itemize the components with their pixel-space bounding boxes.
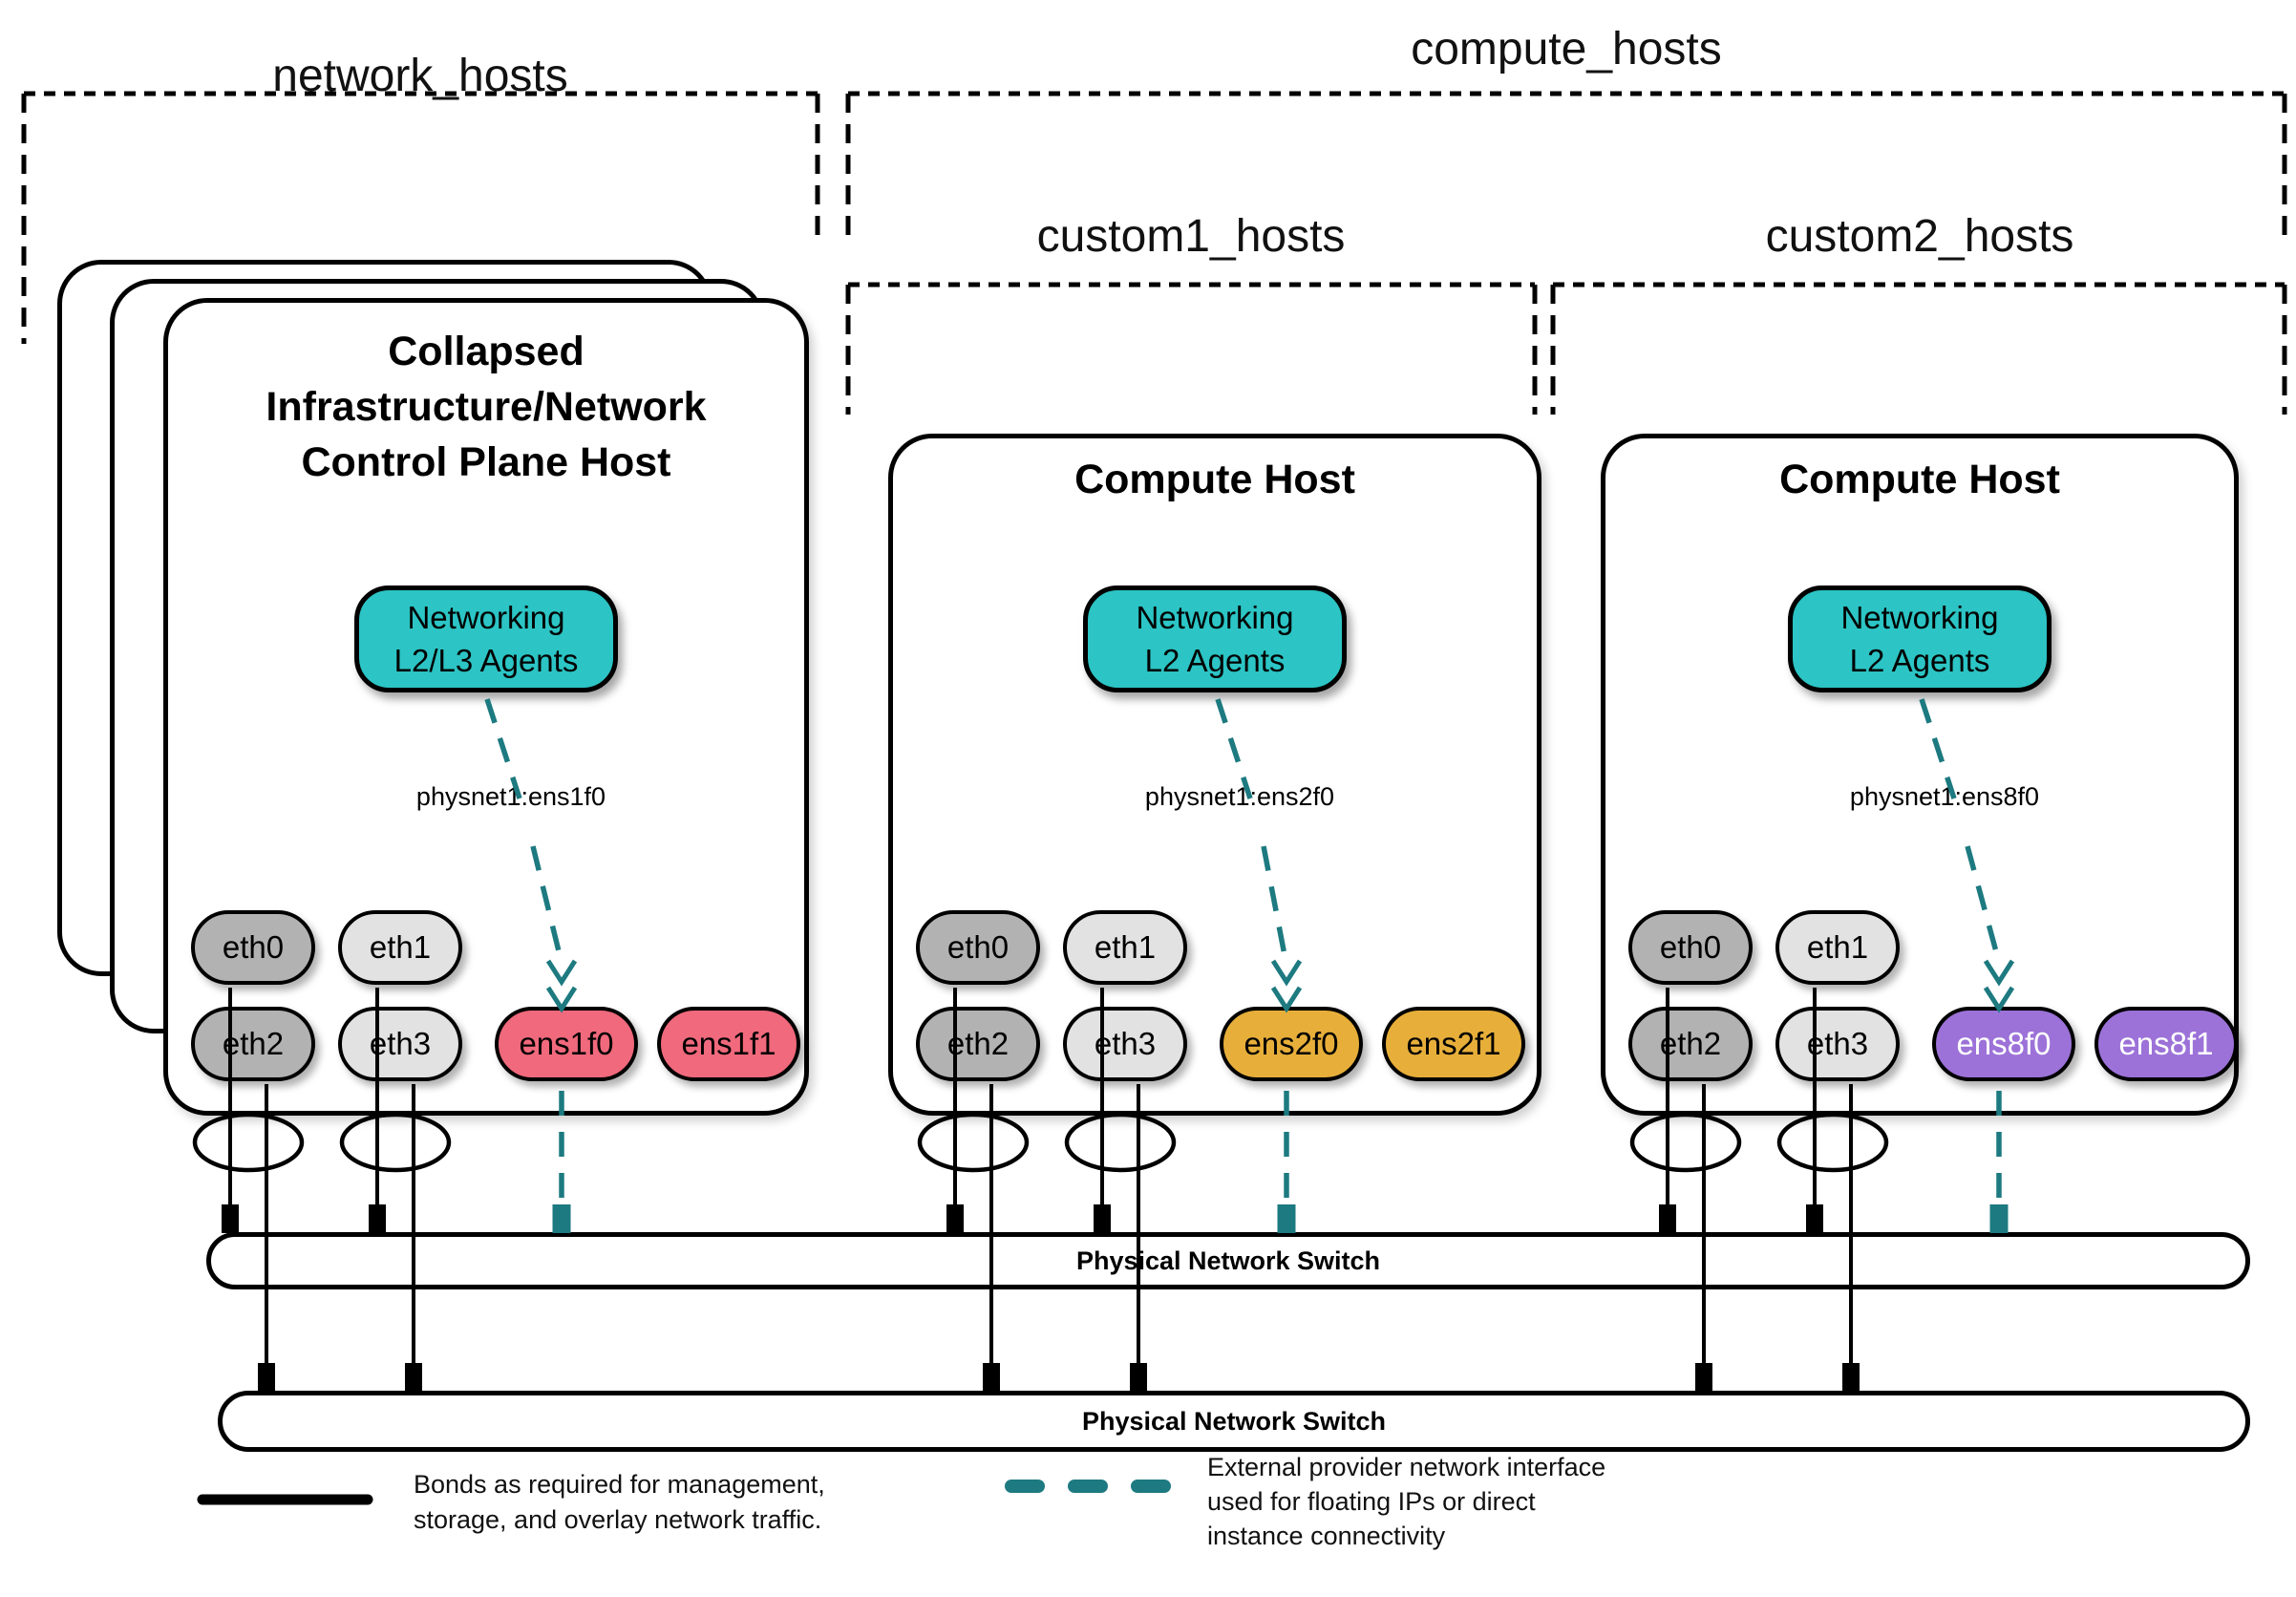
control-plane-host-title: Collapsed Infrastructure/Network Control… [168, 324, 804, 490]
connector-square [222, 1204, 239, 1233]
legend-line: External provider network interface [1207, 1453, 1606, 1481]
connector-square [1130, 1363, 1147, 1392]
nic-pill-ens2f1: ens2f1 [1382, 1007, 1525, 1081]
legend-external-text: External provider network interface used… [1207, 1450, 1605, 1553]
group-label-custom1-hosts: custom1_hosts [1036, 211, 1346, 262]
legend-line: Bonds as required for management, [414, 1470, 825, 1499]
legend-external-swatch-dash [1005, 1480, 1045, 1493]
compute-host-2-title: Compute Host [1605, 452, 2234, 507]
bond-ellipse [1776, 1112, 1889, 1173]
connector-square-teal [1989, 1204, 2009, 1233]
nic-pill-ens1f1: ens1f1 [657, 1007, 800, 1081]
physnet-mapping-label: physnet1:ens2f0 [1144, 782, 1335, 811]
nic-pill-eth0: eth0 [1628, 910, 1753, 985]
group-label-compute-hosts: compute_hosts [1411, 24, 1722, 75]
nic-pill-eth3: eth3 [338, 1007, 462, 1081]
title-line: Infrastructure/Network [266, 384, 707, 430]
physnet-mapping-label: physnet1:ens1f0 [415, 782, 606, 811]
networking-agents-box: Networking L2 Agents [1788, 586, 2052, 692]
nic-pill-ens8f0: ens8f0 [1932, 1007, 2075, 1081]
provider-switch-connectors [552, 1204, 2009, 1233]
bond-ellipse [192, 1112, 305, 1173]
connector-square [983, 1363, 1000, 1392]
nic-pill-eth0: eth0 [191, 910, 315, 985]
legend-line: instance connectivity [1207, 1522, 1446, 1550]
agent-line: L2 Agents [1144, 643, 1286, 678]
connector-square [405, 1363, 422, 1392]
legend-line: storage, and overlay network traffic. [414, 1505, 822, 1534]
nic-pill-eth1: eth1 [1775, 910, 1900, 985]
nic-pill-eth0: eth0 [916, 910, 1040, 985]
networking-agents-box: Networking L2/L3 Agents [354, 586, 618, 692]
nic-pill-eth3: eth3 [1063, 1007, 1187, 1081]
connector-square [1806, 1204, 1823, 1233]
control-plane-host-box: Collapsed Infrastructure/Network Control… [163, 298, 809, 1116]
compute-host-2-box: Compute Host Networking L2 Agents physne… [1601, 434, 2239, 1116]
group-label-custom2-hosts: custom2_hosts [1765, 211, 2074, 262]
connector-square [1842, 1363, 1860, 1392]
legend-bond-text: Bonds as required for management, storag… [414, 1467, 825, 1538]
physical-network-switch-2: Physical Network Switch [218, 1391, 2250, 1452]
agent-line: Networking [1136, 600, 1294, 635]
nic-pill-eth3: eth3 [1775, 1007, 1900, 1081]
nic-pill-eth2: eth2 [916, 1007, 1040, 1081]
bond-ellipse [917, 1112, 1030, 1173]
connector-square [1695, 1363, 1712, 1392]
nic-pill-eth1: eth1 [338, 910, 462, 985]
legend-external-swatch-dash [1068, 1480, 1108, 1493]
agent-line: Networking [407, 600, 565, 635]
bond-ellipse [1064, 1112, 1177, 1173]
connector-square-teal [1277, 1204, 1296, 1233]
nic-pill-ens2f0: ens2f0 [1220, 1007, 1363, 1081]
title-line: Control Plane Host [301, 439, 671, 485]
nic-pill-eth2: eth2 [191, 1007, 315, 1081]
compute-host-1-title: Compute Host [893, 452, 1537, 507]
networking-agents-box: Networking L2 Agents [1083, 586, 1347, 692]
bond-ellipse [339, 1112, 452, 1173]
title-line: Compute Host [1779, 457, 2060, 502]
title-line: Compute Host [1074, 457, 1355, 502]
connector-square [1659, 1204, 1676, 1233]
agent-line: L2/L3 Agents [393, 643, 579, 678]
legend-external-swatch-dash [1131, 1480, 1171, 1493]
connector-square [946, 1204, 964, 1233]
connector-square-teal [552, 1204, 571, 1233]
connector-square [1094, 1204, 1111, 1233]
connector-square [369, 1204, 386, 1233]
bond-ellipse [1629, 1112, 1742, 1173]
connector-square [258, 1363, 275, 1392]
physical-network-switch-1: Physical Network Switch [206, 1232, 2250, 1289]
agent-line: Networking [1840, 600, 1999, 635]
nic-pill-eth2: eth2 [1628, 1007, 1753, 1081]
compute-host-1-box: Compute Host Networking L2 Agents physne… [888, 434, 1541, 1116]
legend-line: used for floating IPs or direct [1207, 1487, 1536, 1516]
group-label-network-hosts: network_hosts [272, 51, 568, 101]
title-line: Collapsed [388, 329, 585, 374]
nic-pill-eth1: eth1 [1063, 910, 1187, 985]
physnet-mapping-label: physnet1:ens8f0 [1849, 782, 2040, 811]
agent-line: L2 Agents [1849, 643, 1990, 678]
nic-pill-ens8f1: ens8f1 [2094, 1007, 2238, 1081]
bond-ellipses [192, 1112, 1889, 1173]
nic-pill-ens1f0: ens1f0 [495, 1007, 638, 1081]
